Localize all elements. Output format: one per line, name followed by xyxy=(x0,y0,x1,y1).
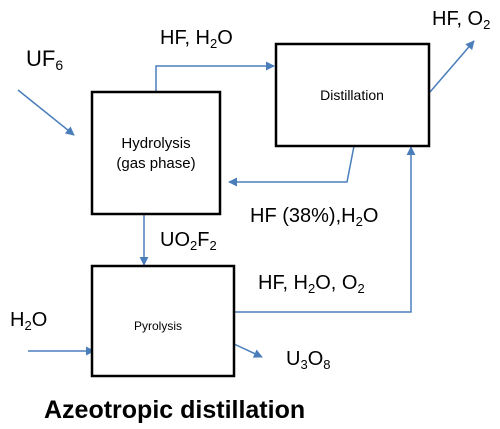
hydrolysis-sublabel: (gas phase) xyxy=(116,155,195,172)
pyrolysis-box xyxy=(90,264,236,378)
stream-label-uo2f2: UO2F2 xyxy=(160,229,217,253)
pyrolysis-label: Pyrolysis xyxy=(134,319,182,333)
stream-label-hf-h2o-top: HF, H2O xyxy=(160,27,233,51)
stream-label-h2o-in: H2O xyxy=(10,309,47,333)
distillation-label: Distillation xyxy=(320,87,384,103)
stream-label-hf38-h2o: HF (38%),H2O xyxy=(250,205,378,229)
arrow-pyrolysis-to-distillation xyxy=(235,146,416,313)
arrow-uf6-in xyxy=(17,89,75,136)
stream-label-u3o8: U3O8 xyxy=(286,348,330,372)
hydrolysis-label: Hydrolysis xyxy=(121,135,190,152)
stream-label-uf6: UF6 xyxy=(26,46,63,73)
stream-label-hf-h2o-o2: HF, H2O, O2 xyxy=(258,272,365,296)
distillation-box xyxy=(274,42,431,148)
hydrolysis-box xyxy=(90,90,222,216)
arrow-u3o8-out xyxy=(233,343,263,358)
arrow-distillation-return xyxy=(228,145,355,187)
arrow-hydrolysis-to-distillation xyxy=(155,61,275,92)
arrow-hf-o2-out xyxy=(429,40,475,93)
diagram-title: Azeotropic distillation xyxy=(44,396,305,424)
stream-label-hf-o2-out: HF, O2 xyxy=(432,8,490,32)
